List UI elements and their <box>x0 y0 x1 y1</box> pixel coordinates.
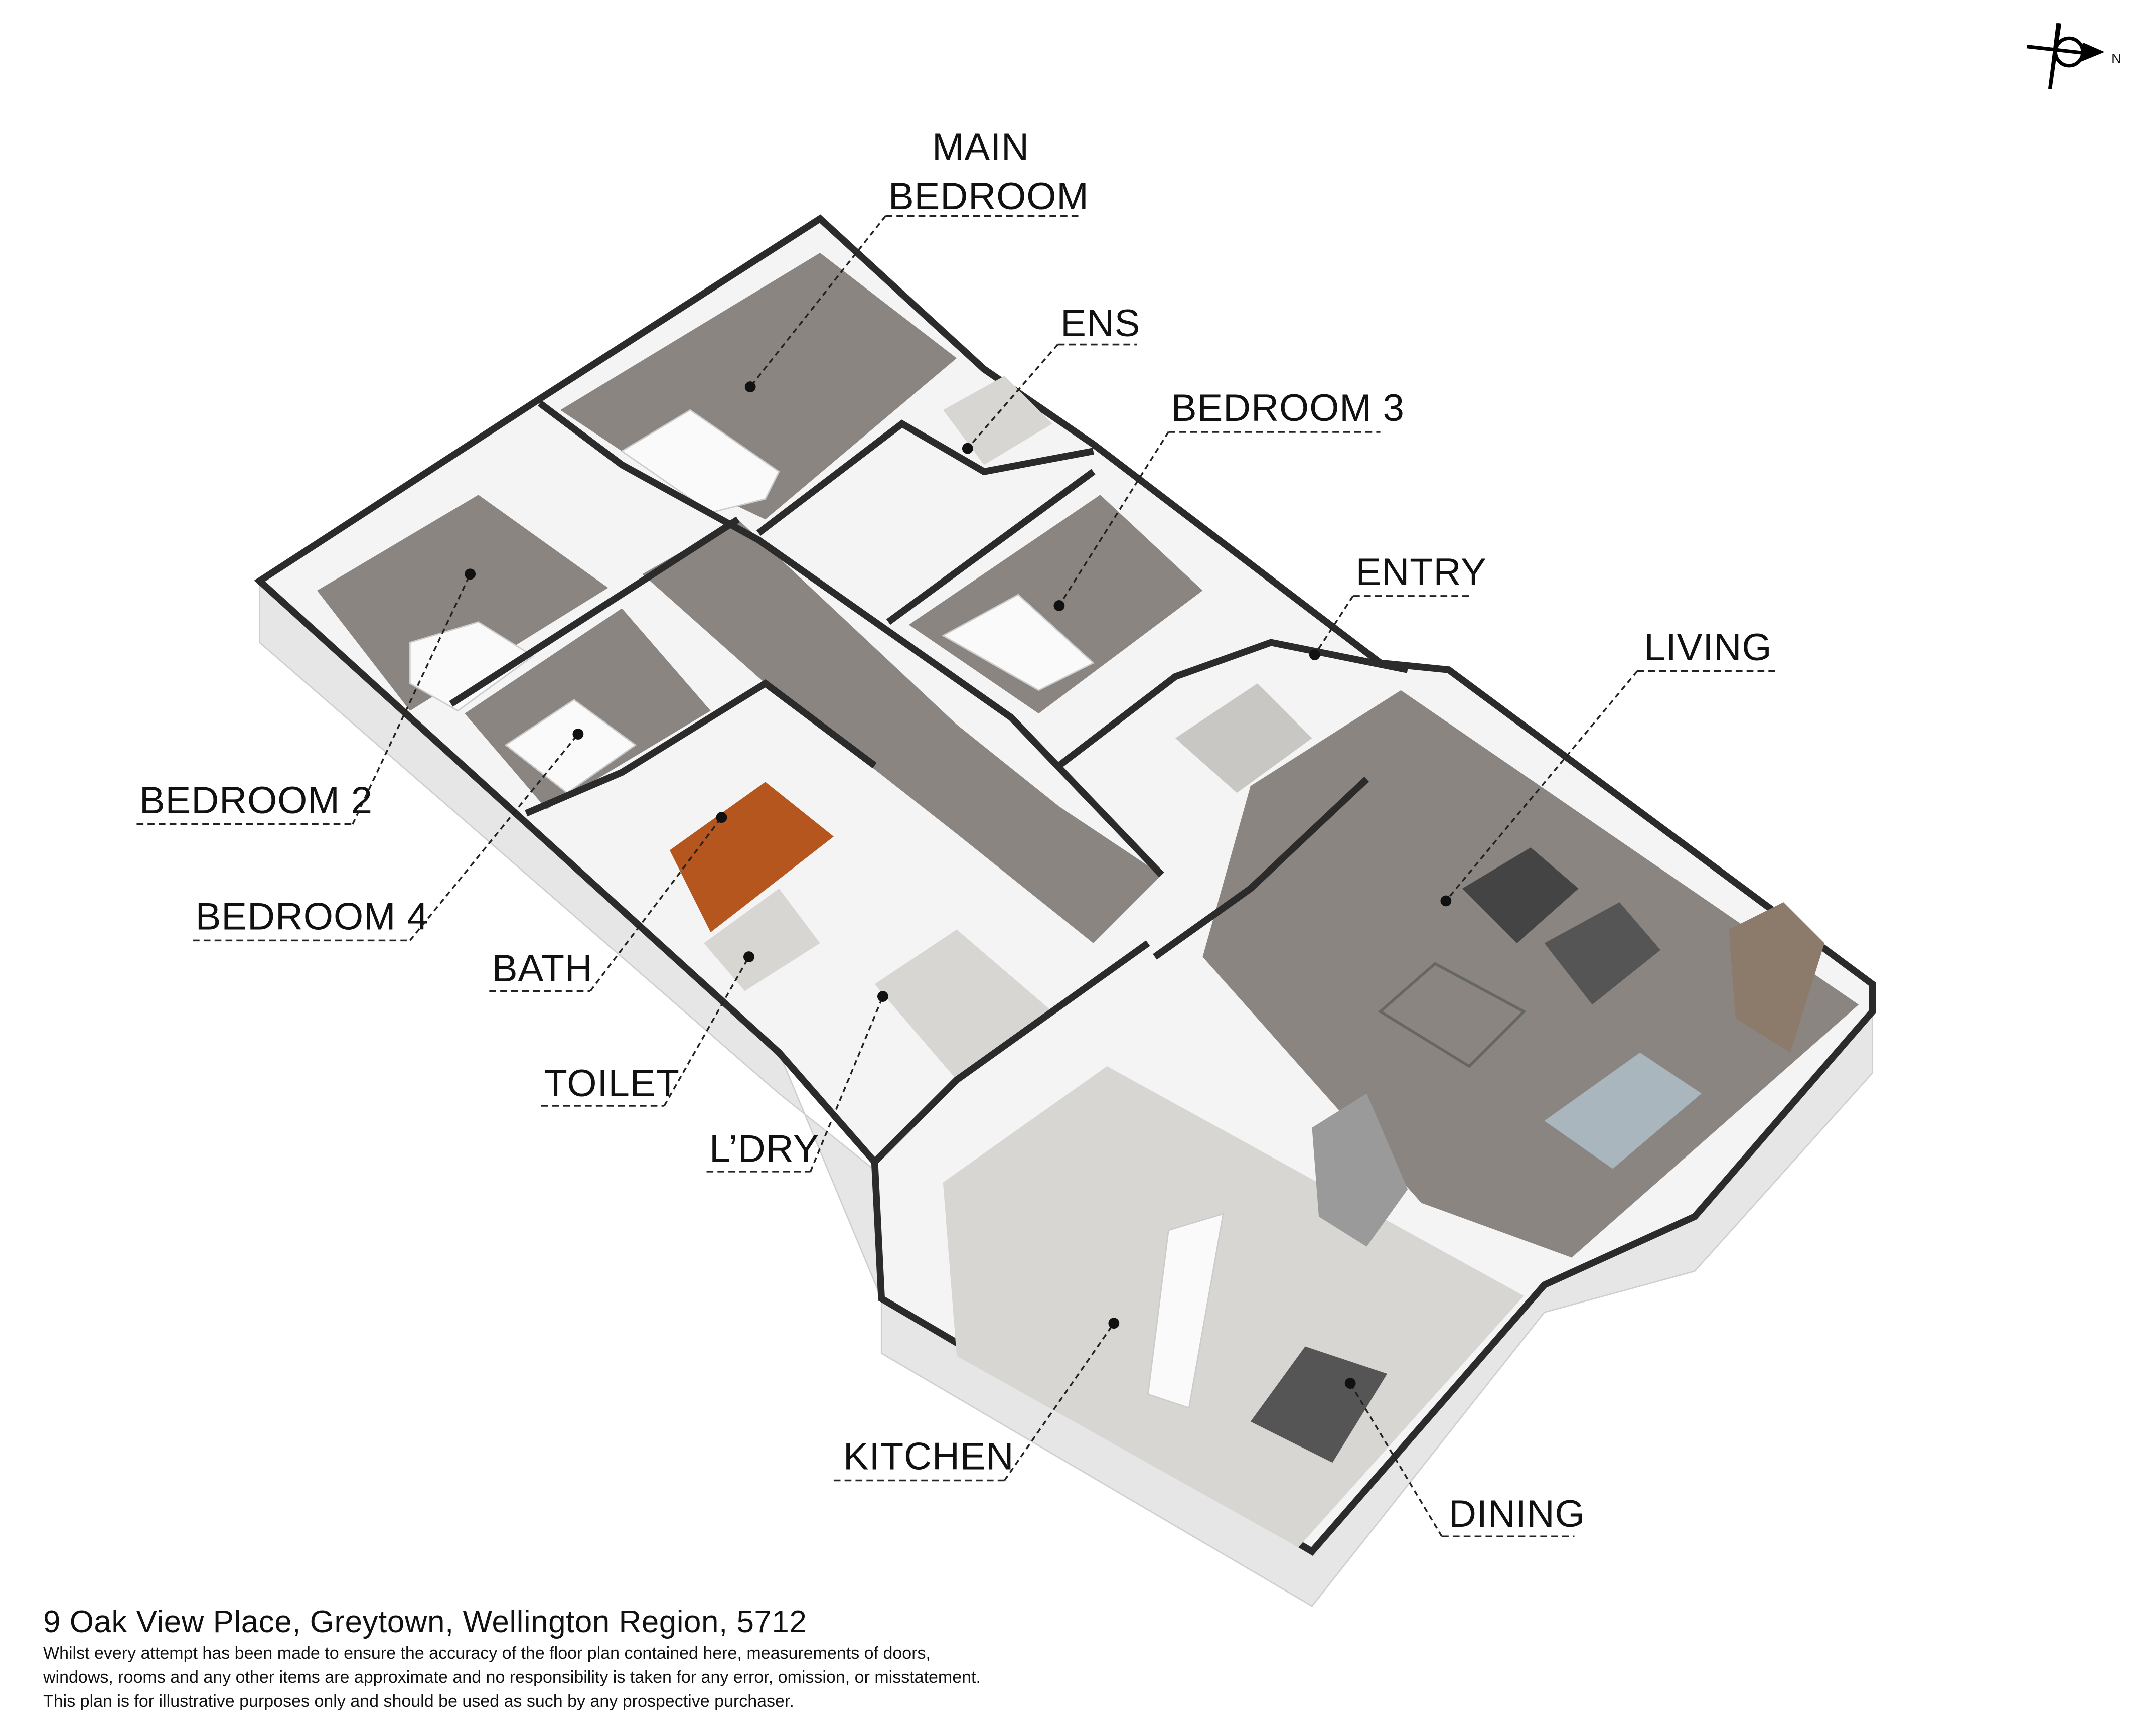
room-label-main-bedroom: MAIN BEDROOM <box>744 126 1089 392</box>
bed <box>504 699 637 794</box>
ensuite-floor <box>943 376 1052 465</box>
room-label-text: BEDROOM <box>888 175 1089 218</box>
bookshelf <box>1729 902 1825 1053</box>
room-label-text: L’DRY <box>709 1128 819 1171</box>
toilet-floor <box>704 888 820 991</box>
room-label-bedroom-3: BEDROOM 3 <box>1053 387 1404 611</box>
room-label-text: BEDROOM 2 <box>139 779 373 822</box>
fridge <box>1312 1093 1408 1247</box>
building-model <box>254 214 1876 1607</box>
room-label-text: BEDROOM 4 <box>196 896 429 938</box>
room-label-bedroom-4: BEDROOM 4 <box>193 729 584 942</box>
room-label-entry: ENTRY <box>1309 551 1487 660</box>
bath-floor <box>669 782 834 933</box>
room-label-text: ENTRY <box>1356 551 1487 594</box>
kitchen-bench <box>1147 1213 1225 1409</box>
room-label-text: MAIN <box>932 126 1029 169</box>
room-label-text: BATH <box>492 947 593 990</box>
armchair <box>1462 847 1579 943</box>
armchair <box>1544 902 1661 1005</box>
room-label-living: LIVING <box>1440 626 1777 907</box>
room-label-text: DINING <box>1449 1493 1585 1535</box>
room-label-text: ENS <box>1060 302 1140 345</box>
room-label-text: BEDROOM 3 <box>1171 387 1405 429</box>
room-label-bedroom-2: BEDROOM 2 <box>136 568 476 825</box>
bedroom-2-floor <box>317 495 608 711</box>
room-label-text: KITCHEN <box>843 1435 1014 1478</box>
property-address: 9 Oak View Place, Greytown, Wellington R… <box>43 1605 807 1639</box>
interior-walls <box>449 400 1409 1165</box>
footer: 9 Oak View Place, Greytown, Wellington R… <box>43 1603 981 1713</box>
compass-north-label: N <box>2111 50 2121 66</box>
sofa <box>1544 1052 1702 1169</box>
room-label-kitchen: KITCHEN <box>833 1318 1120 1482</box>
entry-floor <box>1175 683 1312 793</box>
bed <box>942 594 1095 691</box>
north-arrow-icon <box>2026 23 2105 89</box>
disclaimer-line: This plan is for illustrative purposes o… <box>43 1692 794 1711</box>
room-label-bath: BATH <box>489 812 727 992</box>
room-label-laundry: L’DRY <box>706 991 888 1173</box>
disclaimer-line: windows, rooms and any other items are a… <box>43 1668 981 1687</box>
coffee-table <box>1378 962 1527 1068</box>
room-label-ens: ENS <box>962 302 1140 454</box>
dining-table <box>1250 1346 1388 1463</box>
hallway-floor <box>642 519 1162 943</box>
room-label-dining: DINING <box>1344 1378 1585 1537</box>
disclaimer-line: Whilst every attempt has been made to en… <box>43 1644 931 1663</box>
room-label-text: LIVING <box>1644 626 1772 669</box>
room-label-text: TOILET <box>544 1062 679 1105</box>
bed <box>409 621 534 712</box>
kitchen-dining-floor <box>943 1066 1524 1548</box>
room-label-toilet: TOILET <box>541 951 754 1107</box>
